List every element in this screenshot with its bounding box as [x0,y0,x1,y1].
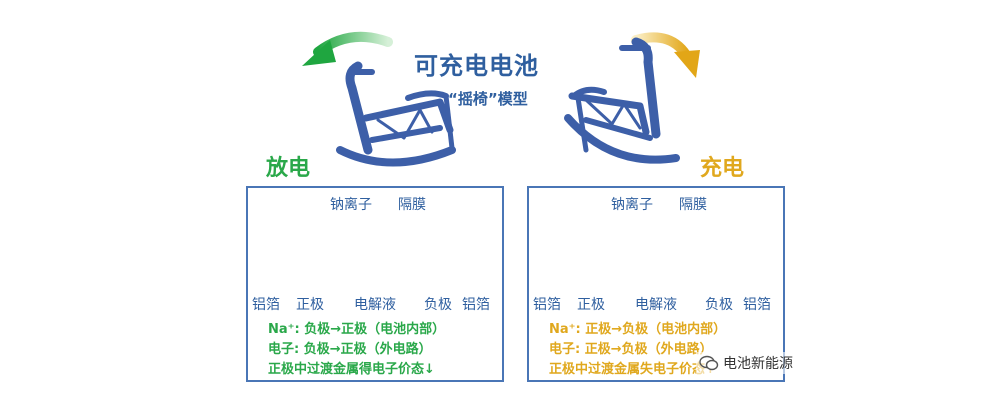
electron-flow-text: 电子: 负极→正极（外电路） [268,342,432,357]
charge-panel: 钠离子 隔膜 铝箔 正极 电解液 负极 铝箔 Na⁺: 正极→负极（电池内部） … [527,186,785,382]
sodium-ion-label: 钠离子 [330,197,372,213]
aluminum-foil-left-label: 铝箔 [533,297,561,313]
ion-flow-text: Na⁺: 负极→正极（电池内部） [268,322,446,337]
watermark: 电池新能源 [696,352,796,374]
discharge-direction-arrow [302,31,393,66]
valence-change-text: 正极中过渡金属失电子价态↑ [549,362,716,377]
separator-label: 隔膜 [398,197,426,213]
valence-change-text: 正极中过渡金属得电子价态↓ [268,362,435,377]
diagram-subtitle: “摇椅”模型 [448,90,528,108]
discharge-label: 放电 [266,156,311,181]
discharge-panel: 钠离子 隔膜 铝箔 正极 电解液 负极 铝箔 Na⁺: 负极→正极（电池内部） … [246,186,504,382]
charge-direction-arrow [631,32,700,78]
aluminum-foil-left-label: 铝箔 [252,297,280,313]
aluminum-foil-right-label: 铝箔 [743,297,771,313]
diagram-title: 可充电电池 [414,52,539,80]
ion-flow-text: Na⁺: 正极→负极（电池内部） [549,322,727,337]
sodium-ion-label: 钠离子 [611,197,653,213]
watermark-text: 电池新能源 [723,356,793,372]
charge-label: 充电 [700,156,745,181]
wechat-icon [699,355,719,371]
rocking-chair-right [564,37,680,164]
separator-label: 隔膜 [679,197,707,213]
aluminum-foil-right-label: 铝箔 [462,297,490,313]
positive-electrode-label: 正极 [577,297,605,313]
electrolyte-label: 电解液 [635,297,677,313]
negative-electrode-label: 负极 [705,297,733,313]
rocking-chair-left [336,61,456,167]
positive-electrode-label: 正极 [296,297,324,313]
negative-electrode-label: 负极 [424,297,452,313]
electrolyte-label: 电解液 [354,297,396,313]
electron-flow-text: 电子: 正极→负极（外电路） [549,342,713,357]
